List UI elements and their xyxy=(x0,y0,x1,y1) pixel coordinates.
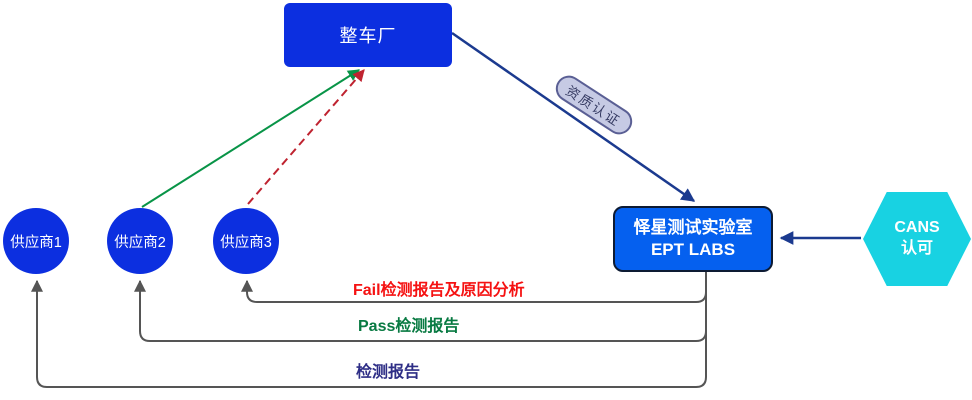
edge-label-report: 检测报告 xyxy=(353,358,424,382)
node-cans-line1: CANS xyxy=(894,219,940,237)
node-supplier-1: 供应商1 xyxy=(3,208,69,274)
edge-label-pass-report: Pass检测报告 xyxy=(355,312,463,336)
node-oem: 整车厂 xyxy=(284,3,452,67)
node-supplier-1-label: 供应商1 xyxy=(10,234,62,251)
node-supplier-3: 供应商3 xyxy=(213,208,279,274)
edge-qualification-line xyxy=(451,31,696,203)
node-supplier-3-label: 供应商3 xyxy=(220,234,272,251)
node-supplier-2: 供应商2 xyxy=(107,208,173,274)
edge-supplier2-to-oem-line xyxy=(141,69,361,208)
node-cans-line2: 认可 xyxy=(900,240,933,257)
edge-label-fail-report: Fail检测报告及原因分析 xyxy=(350,276,528,300)
node-supplier-2-label: 供应商2 xyxy=(114,234,166,251)
node-ept-labs-name-en: EPT LABS xyxy=(650,240,736,259)
node-oem-label: 整车厂 xyxy=(339,26,397,46)
node-ept-labs-name-cn: 怿星测试实验室 xyxy=(633,217,753,237)
edge-supplier3-to-oem-line xyxy=(247,69,365,205)
node-cans-accreditation: CANS 认可 xyxy=(863,192,971,286)
node-ept-labs: 怿星测试实验室 EPT LABS xyxy=(613,206,773,272)
edge-report-line xyxy=(31,272,707,388)
